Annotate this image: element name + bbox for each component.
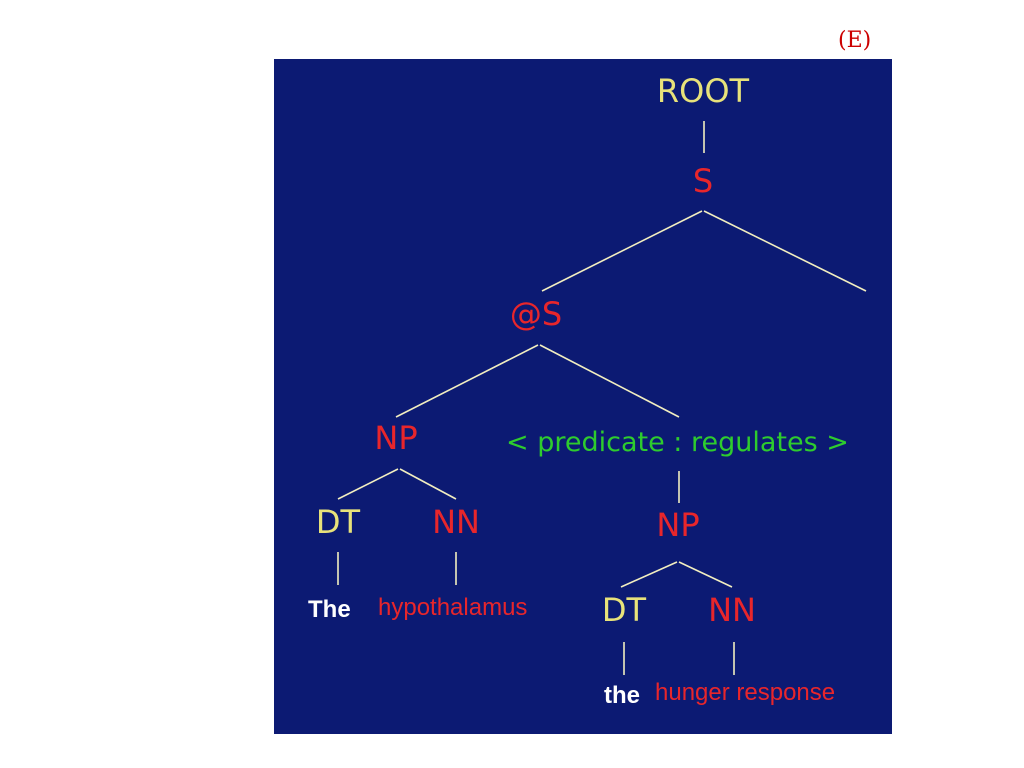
- word-hunger-response: hunger response: [655, 679, 835, 706]
- panel-label: (E): [838, 28, 872, 53]
- edge-np-nn: [399, 468, 457, 500]
- node-dt-subject: DT: [316, 503, 361, 541]
- node-nn-subject: NN: [432, 503, 480, 541]
- word-the-object: the: [604, 682, 640, 709]
- edge-s-at-s: [541, 210, 703, 292]
- node-s: S: [693, 162, 713, 200]
- edge-s-right: [703, 210, 867, 292]
- node-at-s: @S: [510, 295, 562, 333]
- edge-np-dt-object: [620, 561, 678, 588]
- node-np-object: NP: [656, 506, 699, 544]
- parse-tree-panel: ROOT S @S NP < predicate : regulates > D…: [274, 59, 892, 734]
- parse-tree-diagram: ROOT S @S NP < predicate : regulates > D…: [308, 72, 867, 709]
- word-hypothalamus: hypothalamus: [378, 594, 527, 621]
- node-nn-object: NN: [708, 591, 756, 629]
- edge-np-nn-object: [678, 561, 733, 588]
- predicate-label: < predicate : regulates >: [506, 427, 849, 458]
- word-the-subject: The: [308, 596, 351, 623]
- node-root: ROOT: [657, 72, 750, 110]
- edge-at-s-predicate: [539, 344, 680, 418]
- node-dt-object: DT: [602, 591, 647, 629]
- node-np-subject: NP: [374, 419, 417, 457]
- edge-at-s-np: [395, 344, 539, 418]
- edge-np-dt: [337, 468, 399, 500]
